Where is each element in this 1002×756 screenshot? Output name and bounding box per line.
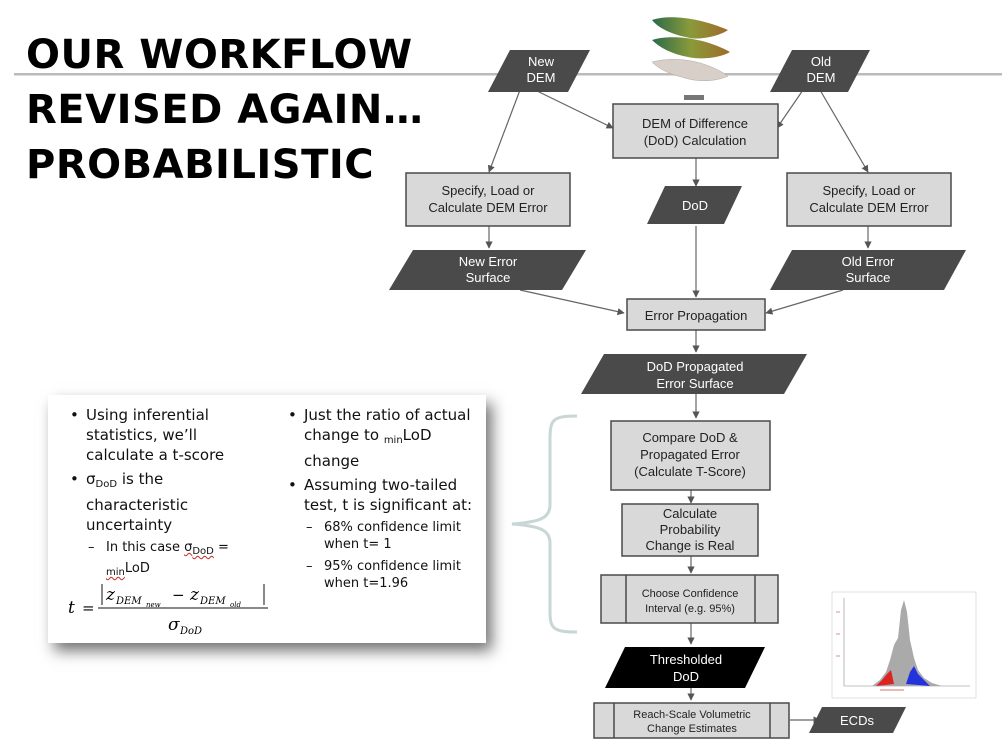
title-line-1: OUR WORKFLOW: [26, 32, 413, 78]
sigma-subscript: DoD: [95, 479, 118, 490]
lod-min: min: [106, 567, 125, 578]
dod-calc-label-2: (DoD) Calculation: [644, 133, 747, 148]
choose-ci-node: Choose Confidence Interval (e.g. 95%): [600, 574, 779, 624]
ecds-node: ECDs: [809, 707, 906, 733]
bullet-ratio: Just the ratio of actual change to minLo…: [286, 405, 482, 471]
bullet-two-tailed: Assuming two-tailed test, t is significa…: [286, 475, 482, 515]
formula-z-new-sub: DEM: [115, 596, 142, 607]
formula-z-old: z: [189, 585, 200, 605]
stats-textbox: Using inferential statistics, we’ll calc…: [48, 395, 486, 643]
reach-label-2: Change Estimates: [647, 723, 737, 735]
calc-probability-node: Calculate Probability Change is Real: [621, 503, 759, 557]
old-dem-node: Old DEM: [770, 50, 870, 92]
dod-label: DoD: [682, 198, 708, 213]
compare-node: Compare DoD & Propagated Error (Calculat…: [610, 420, 771, 491]
title-line-2: REVISED AGAIN…: [26, 87, 424, 133]
bracket: [511, 414, 578, 634]
error-prop-label: Error Propagation: [645, 308, 748, 323]
lod-text: LoD: [124, 561, 150, 576]
ratio-pre: Just the ratio of actual change to: [304, 406, 471, 444]
dod-calc-node: DEM of Difference (DoD) Calculation: [612, 103, 779, 159]
specify-left-label-1: Specify, Load or: [442, 183, 536, 198]
compare-label-2: Propagated Error: [640, 447, 740, 462]
connectors: [485, 89, 872, 724]
dod-calc-label-1: DEM of Difference: [642, 116, 748, 131]
textbox-left-column: Using inferential statistics, we’ll calc…: [68, 405, 258, 586]
old-dem-label-1: Old: [811, 54, 831, 69]
formula-sigma-sub: DoD: [179, 626, 202, 637]
choose-ci-label-2: Interval (e.g. 95%): [645, 603, 735, 615]
specify-right-label-2: Calculate DEM Error: [809, 200, 929, 215]
ratio-min: min: [383, 435, 403, 446]
specify-error-right-node: Specify, Load or Calculate DEM Error: [786, 172, 952, 227]
old-dem-label-2: DEM: [807, 70, 836, 85]
ratio-post: LoD change: [304, 426, 432, 470]
sub-bullet-95: 95% confidence limit when t=1.96: [304, 558, 482, 592]
formula-z-new: z: [105, 585, 116, 605]
compare-label-1: Compare DoD &: [642, 430, 738, 445]
new-dem-label-2: DEM: [527, 70, 556, 85]
histogram-thumbnail: [831, 591, 977, 699]
formula-z-old-subsub: old: [230, 601, 241, 609]
sub-bullet-lod: In this case σDoD = minLoD: [86, 539, 258, 581]
new-error-label-1: New Error: [459, 254, 518, 269]
thresholded-dod-node: Thresholded DoD: [605, 647, 765, 688]
new-error-surface-node: New Error Surface: [389, 250, 586, 290]
sub-bullet-68: 68% confidence limit when t= 1: [304, 519, 482, 553]
slide-title: OUR WORKFLOW REVISED AGAIN… PROBABILISTI…: [26, 28, 423, 193]
lod-sigma-sub: DoD: [192, 546, 214, 557]
formula-minus: −: [172, 586, 185, 604]
reach-label-1: Reach-Scale Volumetric: [633, 709, 751, 721]
reach-scale-node: Reach-Scale Volumetric Change Estimates: [593, 702, 790, 739]
formula-eq: =: [82, 599, 95, 617]
compare-label-3: (Calculate T-Score): [634, 464, 746, 479]
dod-propagated-node: DoD Propagated Error Surface: [581, 354, 807, 394]
specify-right-label-1: Specify, Load or: [823, 183, 917, 198]
thresholded-label-1: Thresholded: [650, 652, 722, 667]
thresholded-label-2: DoD: [673, 669, 699, 684]
title-line-3: PROBABILISTIC: [26, 142, 375, 188]
old-error-label-1: Old Error: [842, 254, 895, 269]
calc-prob-label-1: Calculate: [663, 506, 717, 521]
formula-sigma: σ: [168, 615, 180, 635]
new-error-label-2: Surface: [466, 270, 511, 285]
dod-node: DoD: [647, 186, 742, 224]
choose-ci-label-1: Choose Confidence: [642, 588, 739, 600]
dod-prop-label-1: DoD Propagated: [647, 359, 744, 374]
calc-prob-label-3: Change is Real: [646, 538, 735, 553]
old-error-label-2: Surface: [846, 270, 891, 285]
dod-prop-label-2: Error Surface: [656, 376, 733, 391]
bullet-sigma: σDoD is the characteristic uncertainty: [68, 469, 258, 535]
textbox-right-column: Just the ratio of actual change to minLo…: [286, 405, 482, 597]
lod-prefix: In this case: [106, 540, 185, 555]
formula-t: t: [68, 598, 75, 618]
t-score-formula: t = z DEM new − z DEM old σ DoD: [68, 584, 268, 637]
sigma-text: is the characteristic uncertainty: [86, 470, 189, 534]
terrain-icon: [651, 17, 730, 100]
formula-z-old-sub: DEM: [199, 596, 226, 607]
lod-eq: =: [213, 540, 229, 555]
new-dem-label-1: New: [528, 54, 555, 69]
calc-prob-label-2: Probability: [660, 522, 721, 537]
old-error-surface-node: Old Error Surface: [770, 250, 966, 290]
formula-z-new-subsub: new: [146, 601, 161, 609]
lod-sigma: σ: [184, 540, 193, 555]
new-dem-node: New DEM: [488, 50, 590, 92]
specify-left-label-2: Calculate DEM Error: [428, 200, 548, 215]
error-propagation-node: Error Propagation: [626, 298, 766, 331]
specify-error-left-node: Specify, Load or Calculate DEM Error: [405, 172, 571, 227]
sigma-symbol: σ: [86, 470, 96, 488]
ecds-label: ECDs: [840, 713, 874, 728]
bullet-t-score: Using inferential statistics, we’ll calc…: [68, 405, 258, 465]
